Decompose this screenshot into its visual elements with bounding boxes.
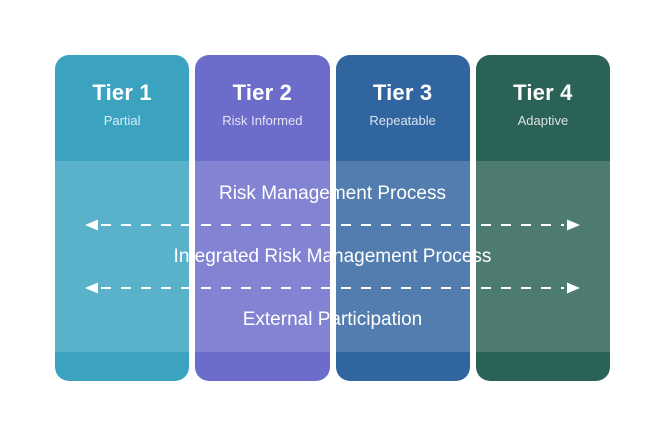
tier-column-4: Tier 4 Adaptive: [475, 55, 610, 381]
tier-column-3: Tier 3 Repeatable: [335, 55, 470, 381]
tier-descriptor: Partial: [103, 113, 141, 128]
tier-title: Tier 3: [372, 80, 433, 105]
tier-column-1: Tier 1 Partial: [55, 55, 190, 381]
tier-descriptor: Adaptive: [517, 113, 569, 128]
implementation-tiers-diagram: Tier 1 Partial Tier 2 Risk Informed Tier…: [55, 55, 610, 381]
tier-title: Tier 4: [513, 80, 573, 105]
tier-descriptor: Repeatable: [369, 113, 436, 128]
tier-columns: Tier 1 Partial Tier 2 Risk Informed Tier…: [55, 55, 610, 381]
tier-title: Tier 1: [92, 80, 152, 105]
tier-title: Tier 2: [232, 80, 293, 105]
tier-column-2: Tier 2 Risk Informed: [195, 55, 330, 381]
tier-descriptor: Risk Informed: [222, 113, 303, 128]
